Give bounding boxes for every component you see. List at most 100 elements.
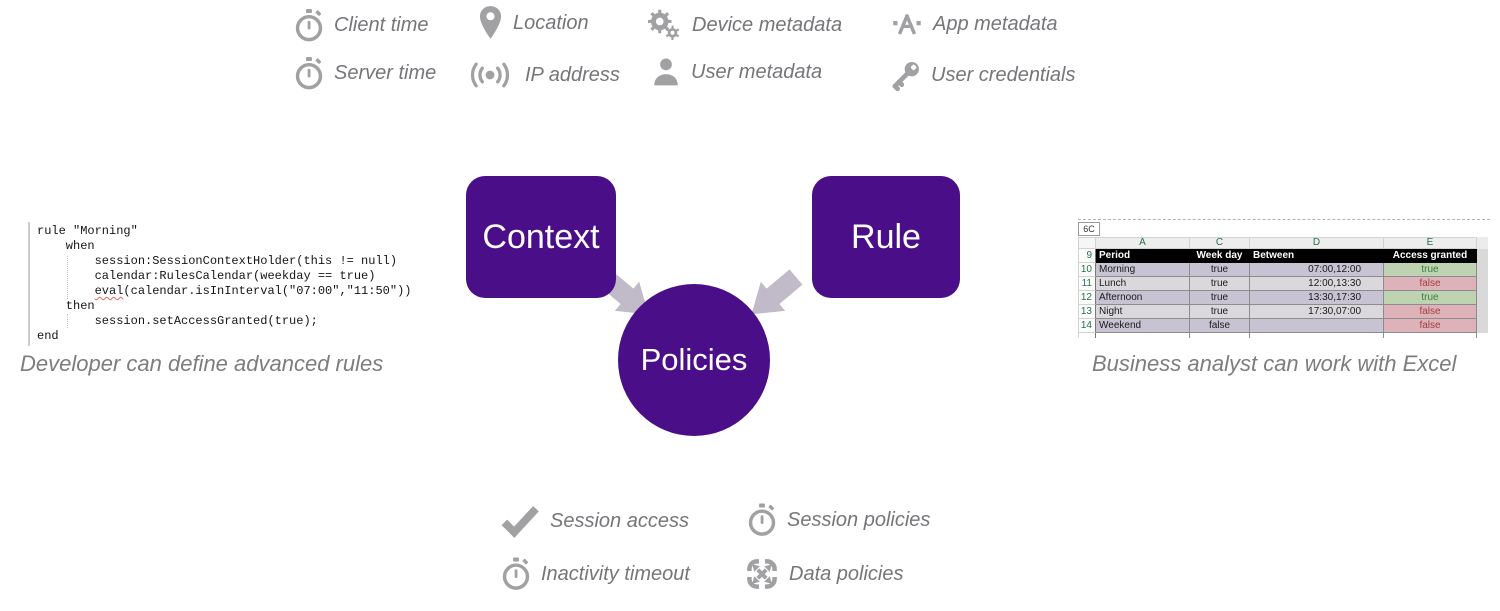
legend-item-user-credentials: User credentials <box>889 58 1076 93</box>
legend-label: Client time <box>334 14 429 36</box>
stopwatch-icon <box>746 502 778 538</box>
legend-label: Data policies <box>789 562 904 585</box>
rule-to-policies-arrow <box>751 269 803 315</box>
excel-header-cell: Week day <box>1190 249 1250 263</box>
excel-col-partial <box>1477 237 1488 249</box>
code-line-eval: eval(calendar.isInInterval("07:00","11:5… <box>37 284 412 299</box>
code-line: rule "Morning" <box>37 224 138 238</box>
legend-item-app-metadata: App metadata <box>890 9 1058 39</box>
excel-corner-cell <box>1078 237 1096 249</box>
person-icon <box>650 55 682 89</box>
stopwatch-icon <box>500 556 532 592</box>
excel-cell: true <box>1190 263 1250 277</box>
excel-col-partial <box>1477 277 1488 291</box>
legend-item-server-time: Server time <box>293 56 436 91</box>
legend-label: User metadata <box>691 60 823 83</box>
legend-label: Session access <box>550 509 689 532</box>
excel-col-partial <box>1477 291 1488 305</box>
excel-cell: Weekend <box>1096 319 1190 333</box>
excel-row-number: 14 <box>1078 319 1096 333</box>
legend-label: Inactivity timeout <box>541 562 690 585</box>
excel-row-number: 10 <box>1078 263 1096 277</box>
legend-item-session-access: Session access <box>499 504 689 538</box>
location-pin-icon <box>477 5 504 41</box>
legend-item-ip-address: IP address <box>464 58 620 92</box>
legend-label: Device metadata <box>692 13 843 36</box>
rule-code-panel: rule "Morning" when session:SessionConte… <box>28 222 411 346</box>
excel-col-letter: E <box>1384 237 1477 249</box>
policies-shape: Policies <box>618 284 770 436</box>
excel-cell-partial <box>1250 333 1384 338</box>
excel-data-row: 13 Night true 17:30,07:00 false <box>1078 305 1490 319</box>
excel-col-partial <box>1477 249 1488 263</box>
stopwatch-icon <box>293 56 325 91</box>
indent-guide <box>67 314 68 328</box>
excel-row-number: 13 <box>1078 305 1096 319</box>
legend-item-client-time: Client time <box>293 8 428 43</box>
legend-label: IP address <box>525 63 620 86</box>
excel-row-number: 11 <box>1078 277 1096 291</box>
excel-cell: false <box>1190 319 1250 333</box>
excel-name-box: 6C <box>1078 222 1100 236</box>
excel-col-partial <box>1477 305 1488 319</box>
eval-token: eval <box>94 284 124 298</box>
legend-label: Server time <box>334 62 437 84</box>
code-line: then <box>37 299 95 313</box>
excel-cell-partial <box>1384 333 1477 338</box>
excel-row-number: 9 <box>1078 249 1096 263</box>
gears-icon <box>645 8 683 42</box>
excel-cell-access: false <box>1384 319 1477 333</box>
code-indent <box>37 284 95 298</box>
excel-header-cell: Between <box>1250 249 1384 263</box>
legend-item-session-policies: Session policies <box>746 502 930 538</box>
excel-cell: 12:00,13:30 <box>1250 277 1384 291</box>
excel-row-number: 12 <box>1078 291 1096 305</box>
code-line: session:SessionContextHolder(this != nul… <box>37 254 398 268</box>
excel-data-row: 11 Lunch true 12:00,13:30 false <box>1078 277 1490 291</box>
check-icon <box>499 504 541 538</box>
excel-cell: 17:30,07:00 <box>1250 305 1384 319</box>
context-shape: Context <box>466 176 616 298</box>
excel-cell-partial <box>1190 333 1250 338</box>
excel-cell: Night <box>1096 305 1190 319</box>
stopwatch-icon <box>293 8 325 43</box>
excel-cell-access: true <box>1384 263 1477 277</box>
excel-col-letter: C <box>1190 237 1250 249</box>
code-line: when <box>37 239 95 253</box>
excel-row-number-partial <box>1078 333 1096 338</box>
excel-cell: true <box>1190 291 1250 305</box>
rule-shape: Rule <box>812 176 960 298</box>
excel-column-headers: A C D E <box>1078 237 1490 249</box>
app-icon <box>890 9 924 39</box>
legend-item-data-policies: Data policies <box>744 556 904 592</box>
excel-data-row: 10 Morning true 07:00,12:00 true <box>1078 263 1490 277</box>
legend-item-user-metadata: User metadata <box>650 55 822 89</box>
legend-item-inactivity-timeout: Inactivity timeout <box>500 556 690 592</box>
excel-header-row: 9 Period Week day Between Access granted <box>1078 249 1490 263</box>
excel-data-row: 14 Weekend false false <box>1078 319 1490 333</box>
legend-label: App metadata <box>933 12 1058 35</box>
code-line: end <box>37 329 59 343</box>
excel-cell-partial <box>1096 333 1190 338</box>
legend-label: User credentials <box>931 64 1076 86</box>
data-policies-icon <box>744 556 780 592</box>
excel-cell: Lunch <box>1096 277 1190 291</box>
excel-cell-access: false <box>1384 305 1477 319</box>
selection-dashes <box>1078 219 1490 220</box>
excel-cell: 07:00,12:00 <box>1250 263 1384 277</box>
excel-col-letter: D <box>1250 237 1384 249</box>
code-line: calendar:RulesCalendar(weekday == true) <box>37 269 376 283</box>
excel-cell-access: true <box>1384 291 1477 305</box>
key-icon <box>889 58 922 93</box>
code-rest: (calendar.isInInterval("07:00","11:50")) <box>123 284 412 298</box>
excel-cell: Afternoon <box>1096 291 1190 305</box>
developer-caption: Developer can define advanced rules <box>20 351 384 376</box>
analyst-caption: Business analyst can work with Excel <box>1092 351 1457 376</box>
legend-item-device-metadata: Device metadata <box>645 8 842 42</box>
excel-screenshot: 6C A C D E 9 Period Week day Between Acc… <box>1078 219 1490 338</box>
signal-icon <box>464 58 516 92</box>
excel-col-partial <box>1477 263 1488 277</box>
excel-header-cell: Period <box>1096 249 1190 263</box>
excel-cell: Morning <box>1096 263 1190 277</box>
